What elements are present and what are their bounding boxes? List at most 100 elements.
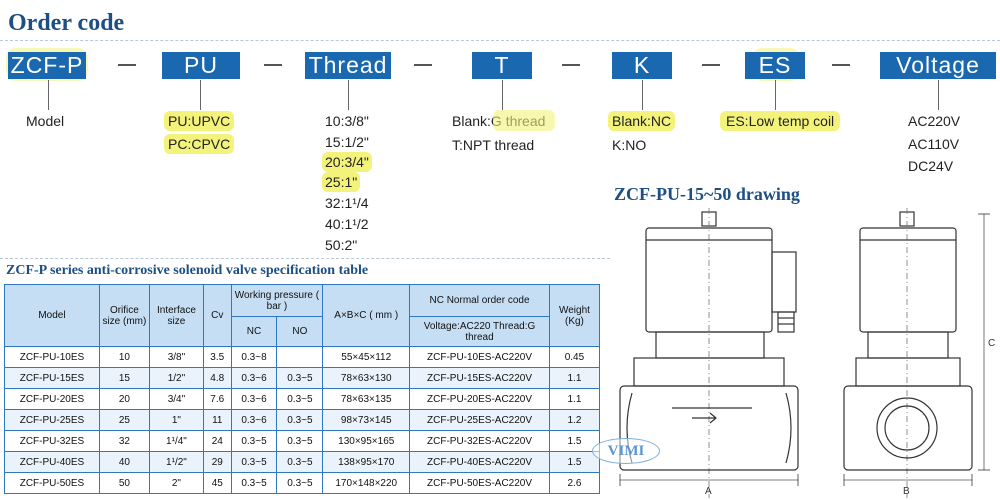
cell-orifice: 25 xyxy=(98,409,150,431)
valve-drawing: A B C xyxy=(619,208,995,498)
connector-line xyxy=(642,80,643,110)
cell-no: 0.3~5 xyxy=(276,388,324,410)
connector-line xyxy=(775,80,776,110)
option-voltage-dc24: DC24V xyxy=(908,158,954,174)
page-title: Order code xyxy=(8,10,125,36)
option-material-cpvc: PC:CPVC xyxy=(164,134,235,154)
connector-line xyxy=(348,80,349,110)
table-row: ZCF-PU-10ES 10 3/8" 3.5 0.3~8 55×45×112 … xyxy=(4,346,601,368)
cell-model: ZCF-PU-32ES xyxy=(4,430,100,452)
separator-dash xyxy=(414,64,432,66)
dimension-label-a: A xyxy=(705,486,712,497)
header-working-pressure: Working pressure ( bar ) xyxy=(230,284,324,317)
cell-model: ZCF-PU-50ES xyxy=(4,472,100,494)
cell-cv: 24 xyxy=(202,430,232,452)
table-row: ZCF-PU-25ES 25 1" 11 0.3~6 0.3~5 98×73×1… xyxy=(4,409,601,431)
option-thread-type-npt: T:NPT thread xyxy=(452,137,535,153)
cell-interface: 3/4" xyxy=(148,388,204,410)
divider xyxy=(0,40,1000,42)
cell-cv: 45 xyxy=(202,472,232,494)
cell-order-code: ZCF-PU-15ES-AC220V xyxy=(409,367,550,389)
cell-orifice: 50 xyxy=(98,472,150,494)
separator-dash xyxy=(562,64,580,66)
cell-dims: 55×45×112 xyxy=(322,346,411,368)
cell-nc: 0.3~8 xyxy=(230,346,278,368)
option-thread-40: 40:1¹/2 xyxy=(325,216,369,232)
table-row: ZCF-PU-50ES 50 2" 45 0.3~5 0.3~5 170×148… xyxy=(4,472,601,494)
cell-cv: 7.6 xyxy=(202,388,232,410)
cell-weight: 0.45 xyxy=(548,346,601,368)
cell-no: 0.3~5 xyxy=(276,367,324,389)
cell-interface: 1" xyxy=(148,409,204,431)
cell-orifice: 20 xyxy=(98,388,150,410)
cell-cv: 3.5 xyxy=(202,346,232,368)
cell-nc: 0.3~6 xyxy=(230,367,278,389)
option-nc: Blank:NC xyxy=(608,111,676,131)
cell-model: ZCF-PU-20ES xyxy=(4,388,100,410)
header-order-sub: Voltage:AC220 Thread:G thread xyxy=(409,316,550,347)
cell-order-code: ZCF-PU-40ES-AC220V xyxy=(409,451,550,473)
header-cv: Cv xyxy=(202,284,232,347)
option-thread-32: 32:1¹/4 xyxy=(325,195,369,211)
cell-weight: 1.5 xyxy=(548,451,601,473)
cell-nc: 0.3~5 xyxy=(230,430,278,452)
cell-dims: 138×95×170 xyxy=(322,451,411,473)
header-dims: A×B×C ( mm ) xyxy=(322,284,411,347)
cell-dims: 98×73×145 xyxy=(322,409,411,431)
option-model: Model xyxy=(26,113,65,129)
cell-orifice: 40 xyxy=(98,451,150,473)
cell-no: 0.3~5 xyxy=(276,451,324,473)
header-nc-order-code: NC Normal order code xyxy=(409,284,550,317)
cell-interface: 3/8" xyxy=(148,346,204,368)
cell-order-code: ZCF-PU-25ES-AC220V xyxy=(409,409,550,431)
cell-orifice: 10 xyxy=(98,346,150,368)
order-code-thread-type: T xyxy=(472,52,532,79)
drawing-title: ZCF-PU-15~50 drawing xyxy=(614,184,800,204)
option-material-upvc: PU:UPVC xyxy=(164,111,235,131)
header-orifice: Orifice size (mm) xyxy=(98,284,150,347)
option-low-temp-coil: ES:Low temp coil xyxy=(720,111,841,131)
cell-weight: 2.6 xyxy=(548,472,601,494)
table-row: ZCF-PU-32ES 32 1¹/4" 24 0.3~5 0.3~5 130×… xyxy=(4,430,601,452)
cell-interface: 2" xyxy=(148,472,204,494)
cell-weight: 1.1 xyxy=(548,388,601,410)
table-row: ZCF-PU-40ES 40 1¹/2" 29 0.3~5 0.3~5 138×… xyxy=(4,451,601,473)
table-title: ZCF-P series anti-corrosive solenoid val… xyxy=(6,263,369,278)
cell-weight: 1.2 xyxy=(548,409,601,431)
separator-dash xyxy=(702,64,720,66)
cell-model: ZCF-PU-25ES xyxy=(4,409,100,431)
cell-cv: 29 xyxy=(202,451,232,473)
header-no: NO xyxy=(276,316,324,347)
connector-line xyxy=(938,80,939,110)
header-weight: Weight (Kg) xyxy=(548,284,601,347)
cell-order-code: ZCF-PU-20ES-AC220V xyxy=(409,388,550,410)
separator-dash xyxy=(264,64,282,66)
cell-nc: 0.3~5 xyxy=(230,472,278,494)
cell-dims: 78×63×130 xyxy=(322,367,411,389)
option-thread-10: 10:3/8" xyxy=(325,113,369,129)
spec-table: Model Orifice size (mm) Interface size C… xyxy=(4,284,601,494)
connector-line xyxy=(200,80,201,110)
cell-nc: 0.3~6 xyxy=(230,409,278,431)
dimension-label-c: C xyxy=(988,338,995,349)
cell-weight: 1.1 xyxy=(548,367,601,389)
header-model: Model xyxy=(4,284,100,347)
cell-nc: 0.3~5 xyxy=(230,451,278,473)
valve-front-view xyxy=(619,208,799,498)
highlight-mark xyxy=(493,110,555,131)
option-thread-15: 15:1/2" xyxy=(325,134,369,150)
order-code-model: ZCF-P xyxy=(8,52,86,79)
dimension-label-b: B xyxy=(903,486,910,497)
option-no: K:NO xyxy=(612,137,647,153)
separator-dash xyxy=(832,64,850,66)
watermark-logo: VIMI xyxy=(592,438,660,464)
cell-model: ZCF-PU-40ES xyxy=(4,451,100,473)
cell-orifice: 32 xyxy=(98,430,150,452)
cell-dims: 170×148×220 xyxy=(322,472,411,494)
option-thread-50: 50:2" xyxy=(325,237,358,253)
connector-line xyxy=(502,80,503,110)
cell-interface: 1¹/4" xyxy=(148,430,204,452)
header-interface: Interface size xyxy=(148,284,204,347)
cell-order-code: ZCF-PU-50ES-AC220V xyxy=(409,472,550,494)
option-voltage-ac220: AC220V xyxy=(908,113,961,129)
